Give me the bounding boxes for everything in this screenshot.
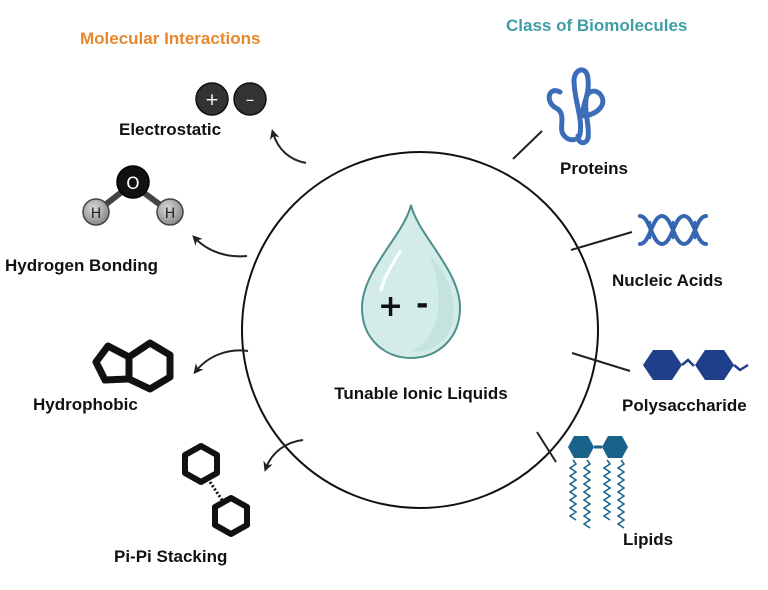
- water-molecule-icon: O H H: [82, 165, 184, 226]
- lipid-tail: [568, 459, 578, 521]
- biomolecule-label-nucleic-acids: Nucleic Acids: [612, 271, 723, 290]
- polysaccharide-chain-icon: [643, 350, 749, 380]
- interaction-label-pi-pi-stacking: Pi-Pi Stacking: [114, 547, 227, 566]
- lipid-tail: [582, 459, 592, 529]
- droplet-plus: +: [378, 289, 403, 324]
- svg-text:+: +: [205, 90, 219, 110]
- arrow-hydrogen-bonding: [192, 235, 248, 258]
- biomolecule-label-lipids: Lipids: [623, 530, 673, 549]
- ionic-liquid-droplet-icon: + -: [360, 204, 462, 360]
- arrow-electrostatic: [269, 129, 307, 164]
- biomolecule-label-polysaccharide: Polysaccharide: [622, 396, 747, 415]
- lipid-tail: [602, 459, 612, 521]
- lipid-bilayer-icon: [568, 436, 628, 529]
- svg-text:H: H: [165, 206, 176, 222]
- arrow-hydrophobic: [193, 349, 249, 375]
- biomolecules-heading: Class of Biomolecules: [506, 16, 687, 35]
- lipid-tail: [616, 459, 626, 529]
- svg-text:O: O: [126, 174, 139, 194]
- center-label: Tunable Ionic Liquids: [334, 384, 507, 403]
- interaction-label-electrostatic: Electrostatic: [119, 120, 221, 139]
- charge-pair-icon: + –: [195, 82, 267, 116]
- biomolecule-label-proteins: Proteins: [560, 159, 628, 178]
- interaction-label-hydrogen-bonding: Hydrogen Bonding: [5, 256, 158, 275]
- interaction-label-hydrophobic: Hydrophobic: [33, 395, 138, 414]
- connector-polysaccharide: [571, 352, 631, 372]
- connector-proteins: [512, 130, 543, 160]
- interactions-heading: Molecular Interactions: [80, 29, 260, 48]
- fused-ring-icon: [92, 339, 174, 393]
- dna-helix-icon: [638, 213, 708, 247]
- droplet-minus: -: [416, 287, 428, 322]
- protein-coil-icon: [546, 67, 606, 146]
- svg-text:H: H: [91, 206, 102, 222]
- svg-text:–: –: [246, 90, 255, 110]
- stacked-rings-icon: [182, 443, 250, 537]
- connector-nucleic-acids: [570, 231, 633, 251]
- connector-lipids: [536, 431, 557, 463]
- arrow-pi-pi-stacking: [263, 439, 304, 472]
- central-circle: [241, 151, 599, 509]
